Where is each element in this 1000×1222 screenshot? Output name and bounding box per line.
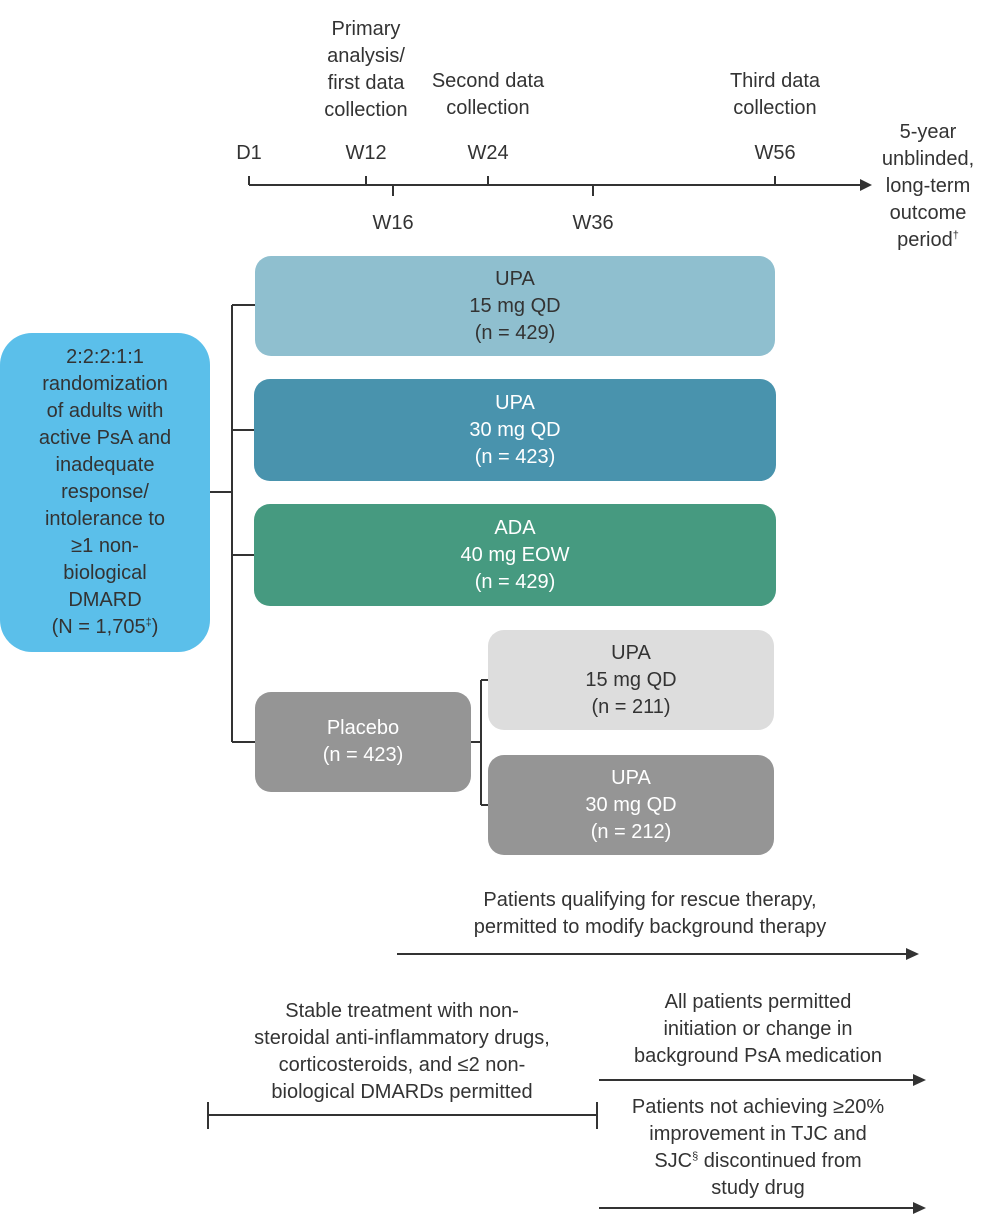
arm-dose: 30 mg QD	[469, 418, 561, 441]
rescue-arrow	[397, 948, 919, 960]
placebo-n: (n = 423)	[322, 744, 404, 766]
arm-drug: UPA	[495, 391, 535, 414]
note-line: study drug	[711, 1177, 805, 1199]
milestone-w16: W16	[372, 212, 414, 234]
milestone-w56: W56	[754, 142, 796, 164]
note-line: Stable treatment with non-	[285, 1000, 519, 1022]
annotation-line: Third data	[729, 70, 821, 92]
switch-upa-30mg: UPA 30 mg QD (n = 212)	[488, 755, 774, 855]
milestone-w24: W24	[467, 142, 509, 164]
note-line: SJC§ discontinued from	[600, 1148, 916, 1175]
randomization-line: biological	[63, 562, 147, 584]
switch-drug: UPA	[611, 641, 651, 664]
long-term-outcome-label: 5-year unblinded, long-term outcome peri…	[870, 119, 986, 254]
annotation-second-data-collection: Second data collection	[418, 68, 558, 122]
annotation-line: analysis/	[327, 45, 405, 67]
arm-placebo: Placebo (n = 423)	[255, 692, 471, 792]
not-achieving-arrow	[599, 1202, 926, 1214]
arm-n: (n = 423)	[474, 445, 556, 468]
end-label-line: period†	[870, 227, 986, 254]
total-text: (N = 1,705	[51, 616, 146, 638]
note-line: biological DMARDs permitted	[271, 1081, 533, 1103]
randomization-line: randomization	[42, 373, 168, 395]
randomization-line: DMARD	[68, 589, 142, 611]
end-label-line: unblinded,	[881, 148, 975, 170]
annotation-line: first data	[327, 72, 405, 94]
end-label-line: 5-year	[899, 121, 957, 143]
annotation-third-data-collection: Third data collection	[715, 68, 835, 122]
randomization-line: 2:2:2:1:1	[66, 346, 144, 368]
annotation-line: collection	[324, 99, 408, 121]
arm-drug: UPA	[495, 267, 535, 290]
milestone-w12: W12	[345, 142, 387, 164]
randomization-line: response/	[61, 481, 149, 503]
placebo-label: Placebo	[326, 717, 400, 739]
milestone-d1: D1	[236, 142, 262, 164]
arm-n: (n = 429)	[474, 570, 556, 593]
switch-dose: 15 mg QD	[585, 668, 677, 691]
randomization-line: ≥1 non-	[71, 535, 139, 557]
randomization-line: intolerance to	[44, 508, 166, 530]
footnote-double-dagger: ‡	[145, 616, 152, 629]
note-line: corticosteroids, and ≤2 non-	[278, 1054, 526, 1076]
randomization-box: 2:2:2:1:1 randomization of adults with a…	[0, 333, 210, 652]
timeline-arrowhead	[860, 179, 872, 191]
arm-n: (n = 429)	[474, 321, 556, 344]
randomization-tree	[210, 304, 256, 743]
not-achieving-note: Patients not achieving ≥20% improvement …	[600, 1094, 916, 1202]
randomization-line: of adults with	[46, 400, 164, 422]
note-line: initiation or change in	[663, 1018, 853, 1040]
arm-upa-15mg: UPA 15 mg QD (n = 429)	[255, 256, 775, 356]
end-label-text: period	[897, 229, 953, 251]
randomization-line: active PsA and	[38, 427, 172, 449]
arm-drug: ADA	[494, 516, 536, 539]
footnote-dagger: †	[952, 229, 959, 242]
switch-n: (n = 211)	[591, 695, 671, 718]
annotation-line: Primary	[331, 18, 401, 40]
note-text: discontinued from	[703, 1150, 862, 1172]
all-patients-permitted-note: All patients permitted initiation or cha…	[600, 989, 916, 1070]
sjc-text: SJC	[654, 1150, 693, 1172]
rescue-therapy-note: Patients qualifying for rescue therapy, …	[420, 887, 880, 941]
total-close: )	[151, 616, 159, 638]
milestone-w36: W36	[572, 212, 614, 234]
randomization-total: (N = 1,705‡)	[52, 614, 159, 641]
arm-dose: 15 mg QD	[469, 294, 561, 317]
note-line: Patients qualifying for rescue therapy,	[483, 889, 817, 911]
switch-upa-15mg: UPA 15 mg QD (n = 211)	[488, 630, 774, 730]
annotation-primary-analysis: Primary analysis/ first data collection	[306, 16, 426, 124]
note-line: steroidal anti-inflammatory drugs,	[254, 1027, 550, 1049]
switch-dose: 30 mg QD	[585, 793, 677, 816]
note-line: All patients permitted	[664, 991, 852, 1013]
annotation-line: Second data	[431, 70, 545, 92]
placebo-switch-tree	[470, 679, 490, 806]
all-permitted-arrow	[599, 1074, 926, 1086]
switch-n: (n = 212)	[590, 820, 672, 843]
stable-treatment-note: Stable treatment with non- steroidal ant…	[220, 998, 584, 1106]
switch-drug: UPA	[611, 766, 651, 789]
stable-treatment-bracket	[207, 1102, 598, 1129]
note-line: permitted to modify background therapy	[473, 916, 827, 938]
annotation-line: collection	[446, 97, 530, 119]
note-line: improvement in TJC and	[649, 1123, 867, 1145]
arm-ada-40mg: ADA 40 mg EOW (n = 429)	[254, 504, 776, 606]
note-line: Patients not achieving ≥20%	[631, 1096, 885, 1118]
timeline-axis	[248, 176, 872, 196]
footnote-section: §	[692, 1150, 699, 1163]
end-label-line: outcome	[889, 202, 967, 224]
end-label-line: long-term	[885, 175, 971, 197]
arm-upa-30mg: UPA 30 mg QD (n = 423)	[254, 379, 776, 481]
arm-dose: 40 mg EOW	[460, 543, 570, 566]
randomization-line: inadequate	[55, 454, 155, 476]
note-line: background PsA medication	[634, 1045, 882, 1067]
annotation-line: collection	[733, 97, 817, 119]
